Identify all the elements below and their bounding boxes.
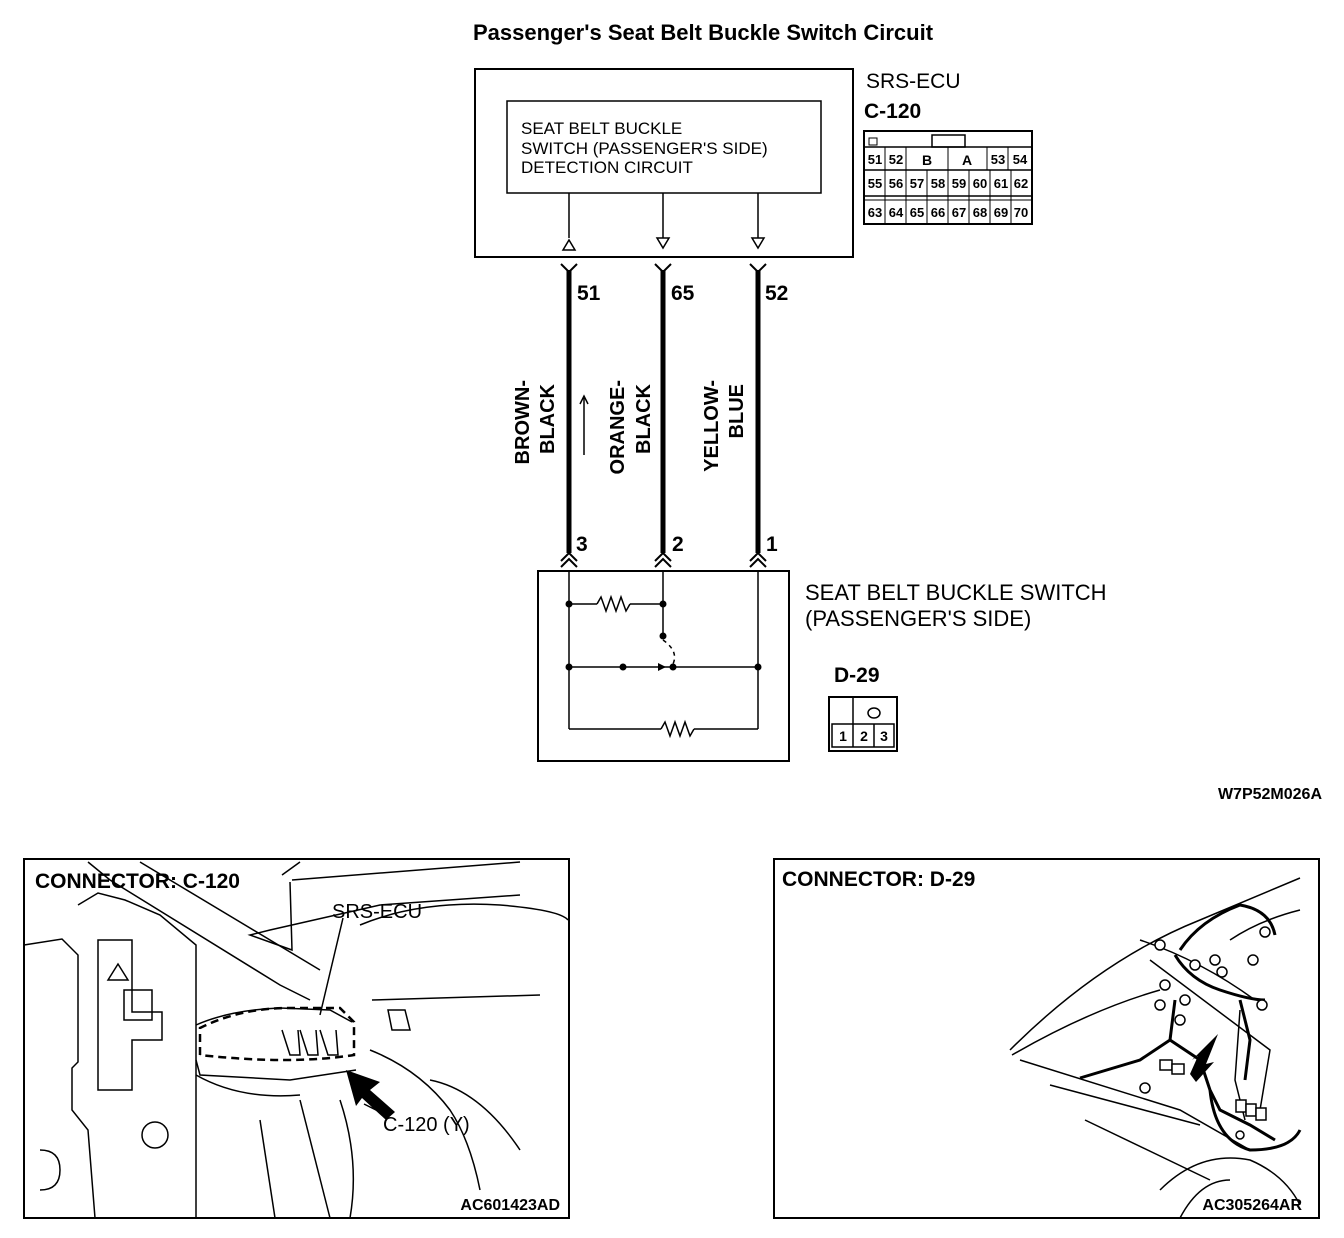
pin-label: 60 bbox=[973, 176, 987, 191]
switch-pin-number: 3 bbox=[576, 533, 588, 556]
terminal-arrow-up bbox=[561, 238, 577, 251]
pin-label: B bbox=[922, 152, 932, 168]
diagram-code: W7P52M026A bbox=[1218, 786, 1322, 803]
pin-label: 69 bbox=[994, 205, 1008, 220]
pin-label: A bbox=[962, 152, 972, 168]
pin-label: 1 bbox=[839, 728, 847, 744]
pin-label: 70 bbox=[1014, 205, 1028, 220]
switch-internal-circuit bbox=[565, 570, 762, 739]
wire-color-label: BLUE bbox=[726, 384, 748, 438]
wire-color-label: BLACK bbox=[633, 383, 655, 454]
switch-connector-id: D-29 bbox=[834, 664, 880, 687]
connector-clips bbox=[1139, 926, 1271, 1140]
ecu-name: SRS-ECU bbox=[866, 70, 961, 93]
terminal-arrow-down bbox=[655, 237, 671, 250]
pin-label: 62 bbox=[1014, 176, 1028, 191]
harness-wires bbox=[560, 263, 767, 568]
pin-label: 63 bbox=[868, 205, 882, 220]
ecu-outer-box bbox=[474, 68, 854, 258]
panel-heading: CONNECTOR: D-29 bbox=[782, 868, 975, 891]
ecu-internal-lines bbox=[561, 193, 766, 251]
pin-label: 53 bbox=[991, 152, 1005, 167]
resistor-top bbox=[596, 594, 631, 614]
switch-name-line1: SEAT BELT BUCKLE SWITCH bbox=[805, 580, 1107, 605]
diagram-title: Passenger's Seat Belt Buckle Switch Circ… bbox=[473, 20, 934, 45]
pin-label: 57 bbox=[910, 176, 924, 191]
pin-label: 65 bbox=[910, 205, 924, 220]
pin-label: 66 bbox=[931, 205, 945, 220]
circuit-label-line2: SWITCH (PASSENGER'S SIDE) bbox=[521, 139, 768, 158]
callout-label: SRS-ECU bbox=[332, 901, 422, 923]
wire-color-label: ORANGE- bbox=[607, 380, 629, 474]
current-direction-arrow bbox=[579, 394, 589, 455]
pin-label: 52 bbox=[889, 152, 903, 167]
c120-connector-face: 51 52 B A 53 54 55 56 57 58 59 60 61 62 … bbox=[863, 130, 1033, 225]
ecu-connector-id: C-120 bbox=[864, 100, 921, 123]
wire-color-label: YELLOW- bbox=[701, 380, 723, 472]
d29-location-illustration bbox=[1009, 877, 1301, 1219]
pin-label: 64 bbox=[889, 205, 904, 220]
circuit-label-line1: SEAT BELT BUCKLE bbox=[521, 119, 682, 138]
ecu-pin-number: 52 bbox=[765, 282, 788, 305]
pin-label: 58 bbox=[931, 176, 945, 191]
pin-label: 59 bbox=[952, 176, 966, 191]
d29-connector-face: 1 2 3 bbox=[828, 696, 898, 752]
connector-d29-panel: CONNECTOR: D-29 AC305264AR bbox=[773, 858, 1320, 1219]
terminal-arrow-down bbox=[750, 237, 766, 250]
ecu-pin-number: 51 bbox=[577, 282, 601, 305]
switch-contact bbox=[659, 632, 667, 640]
location-arrow bbox=[346, 1070, 395, 1120]
pin-label: 2 bbox=[860, 728, 868, 744]
wire-color-label: BROWN- bbox=[512, 380, 534, 464]
callout-label: C-120 (Y) bbox=[383, 1114, 470, 1136]
connector-c120-panel: CONNECTOR: C-120 SRS-ECU C-120 (Y) AC601… bbox=[23, 858, 570, 1219]
d29-harness bbox=[1079, 903, 1302, 1152]
ecu-pin-number: 65 bbox=[671, 282, 695, 305]
detection-circuit-box bbox=[506, 100, 822, 194]
switch-pin-number: 1 bbox=[766, 533, 778, 556]
c120-location-illustration bbox=[23, 861, 569, 1219]
pin-label: 56 bbox=[889, 176, 903, 191]
panel-heading: CONNECTOR: C-120 bbox=[35, 870, 240, 893]
pin-label: 3 bbox=[880, 728, 888, 744]
location-arrow bbox=[1190, 1034, 1218, 1082]
switch-pin-number: 2 bbox=[672, 533, 684, 556]
pin-label: 54 bbox=[1013, 152, 1028, 167]
wire-color-label: BLACK bbox=[537, 383, 559, 454]
pin-label: 67 bbox=[952, 205, 966, 220]
pin-label: 51 bbox=[868, 152, 882, 167]
switch-name-line2: (PASSENGER'S SIDE) bbox=[805, 606, 1031, 631]
resistor-bottom bbox=[660, 719, 695, 739]
figure-code: AC305264AR bbox=[1202, 1197, 1302, 1214]
pin-label: 68 bbox=[973, 205, 987, 220]
figure-code: AC601423AD bbox=[460, 1197, 560, 1214]
pin-label: 61 bbox=[994, 176, 1008, 191]
switch-blade bbox=[662, 639, 676, 667]
pin-label: 55 bbox=[868, 176, 882, 191]
circuit-label-line3: DETECTION CIRCUIT bbox=[521, 158, 693, 177]
